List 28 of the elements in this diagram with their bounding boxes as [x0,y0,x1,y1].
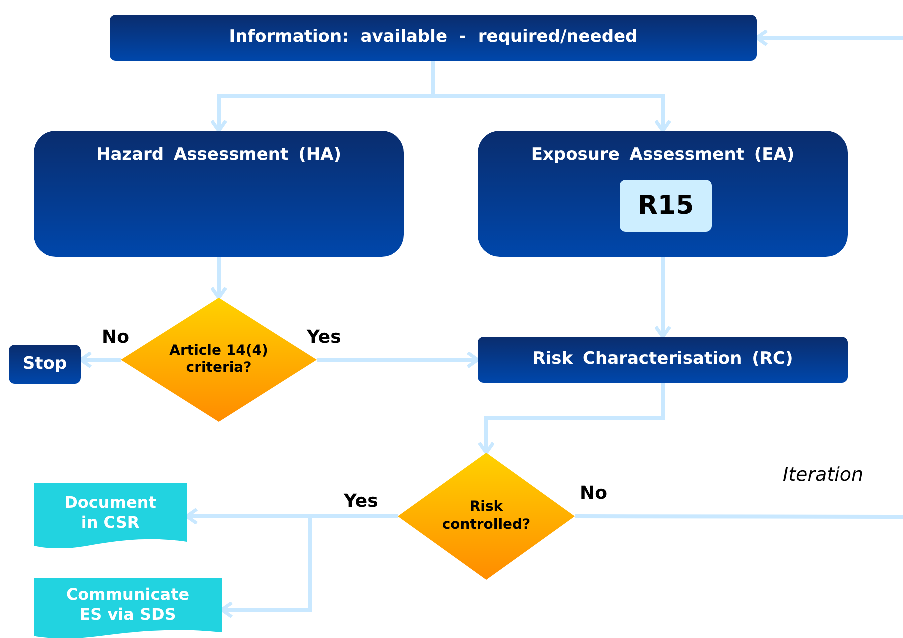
node-label: R15 [638,190,694,222]
arrow [755,29,903,47]
process-box [34,131,404,257]
node-label: Communicate ES via SDS [65,585,191,625]
arrow [478,383,665,455]
terminal-box [9,345,81,384]
document-shape [34,578,222,638]
arrow [210,257,228,300]
node-label: Hazard Assessment (HA) [96,145,342,166]
node-label: Article 14(4) criteria? [168,342,270,378]
process-box [478,337,848,383]
arrow [431,61,672,133]
node-label: Risk controlled? [441,499,532,534]
header-box [110,15,757,61]
document-shape [34,483,187,550]
arrow [220,514,398,619]
arrow [317,351,480,369]
code-badge [620,180,712,232]
node-label: Information: available - required/needed [229,27,638,49]
process-box [478,131,848,257]
node-label: Document in CSR [64,492,158,532]
node-label: Exposure Assessment (EA) [531,145,795,166]
node-label: Stop [22,354,68,376]
arrow [79,351,121,369]
decision-diamond [398,453,575,580]
note-text: Iteration [783,464,864,486]
node-label: Risk Characterisation (RC) [532,349,794,371]
arrow [654,257,672,339]
